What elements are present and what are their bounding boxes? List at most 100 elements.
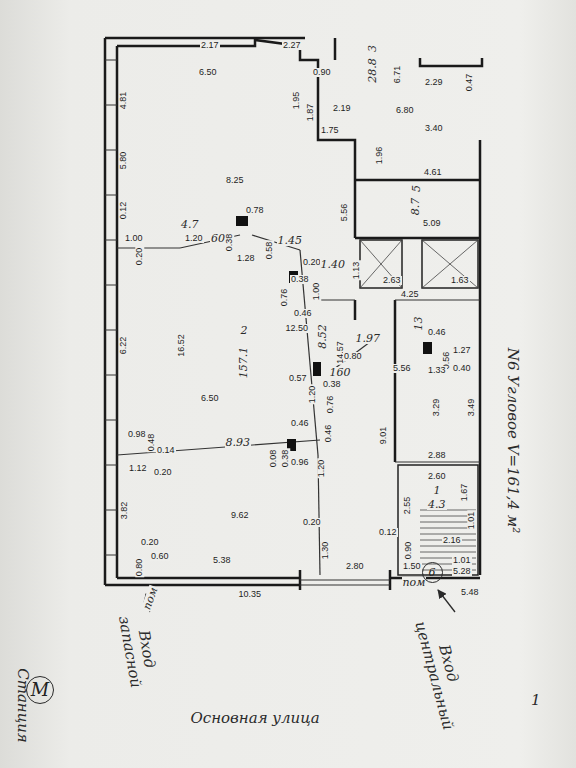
wall bbox=[355, 179, 480, 182]
handwritten-note: 3 bbox=[367, 44, 378, 53]
handwritten-note: 5 bbox=[411, 184, 422, 193]
dimension-label: 0.90 bbox=[404, 540, 413, 560]
circled-mark: 6 bbox=[422, 562, 443, 583]
handwritten-note: 157.1 bbox=[238, 345, 249, 379]
wall bbox=[354, 300, 357, 320]
elevator-cross bbox=[360, 240, 402, 288]
dimension-label: 0.20 bbox=[135, 246, 144, 266]
dimension-label: 0.76 bbox=[326, 394, 335, 414]
dimension-label: 4.81 bbox=[119, 90, 128, 110]
dimension-label: 0.08 bbox=[269, 448, 278, 468]
dimension-label: 2.29 bbox=[424, 78, 444, 87]
dimension-label: 0.80 bbox=[135, 557, 144, 577]
partition bbox=[395, 299, 480, 300]
entrance-arrow bbox=[438, 590, 455, 612]
dimension-label: 2.88 bbox=[427, 451, 447, 460]
handwritten-note: Станция bbox=[14, 667, 29, 744]
dimension-label: 1.13 bbox=[352, 260, 361, 280]
mark-text: 6 bbox=[429, 567, 436, 578]
wall bbox=[104, 38, 107, 585]
window-mark bbox=[105, 555, 117, 556]
dimension-label: 1.27 bbox=[452, 346, 472, 355]
dimension-label: 0.12 bbox=[378, 528, 398, 537]
dimension-label: 1.67 bbox=[460, 482, 469, 502]
partition bbox=[300, 579, 390, 580]
partition bbox=[395, 461, 480, 462]
handwritten-note: 1.97 bbox=[355, 333, 382, 344]
dimension-label: 1.12 bbox=[128, 464, 148, 473]
wall bbox=[355, 237, 480, 240]
dimension-label: 0.20 bbox=[302, 518, 322, 527]
dimension-label: 0.60 bbox=[150, 552, 170, 561]
handwritten-note: пом bbox=[140, 584, 159, 611]
stair-step bbox=[420, 534, 476, 535]
dimension-label: 2.60 bbox=[427, 472, 447, 481]
partition bbox=[318, 299, 355, 300]
dimension-label: 0.47 bbox=[465, 72, 474, 92]
dimension-label: 0.57 bbox=[288, 374, 308, 383]
handwritten-note: 1.45 bbox=[277, 235, 304, 246]
window-mark bbox=[105, 420, 117, 421]
dimension-label: 0.90 bbox=[312, 68, 332, 77]
dimension-label: 0.14 bbox=[156, 446, 176, 455]
dimension-label: 5.80 bbox=[119, 150, 128, 170]
stair-step bbox=[420, 546, 476, 547]
handwritten-note: 1.40 bbox=[320, 259, 347, 270]
dimension-label: 9.62 bbox=[230, 511, 250, 520]
dimension-label: 1.00 bbox=[312, 281, 321, 301]
wall bbox=[420, 58, 482, 66]
partition bbox=[300, 584, 390, 585]
window-mark bbox=[105, 375, 117, 376]
dimension-label: 0.96 bbox=[290, 458, 310, 467]
dimension-label: 0.40 bbox=[452, 364, 472, 373]
dimension-label: 0.58 bbox=[265, 240, 274, 260]
dimension-label: 0.80 bbox=[343, 352, 363, 361]
partition bbox=[117, 247, 180, 248]
wall bbox=[116, 46, 119, 578]
window-mark bbox=[105, 240, 117, 241]
wall bbox=[117, 577, 300, 580]
circled-mark: М bbox=[26, 676, 54, 704]
window-mark bbox=[105, 60, 117, 61]
elevator-shaft bbox=[360, 240, 402, 288]
handwritten-note: 8.52 bbox=[316, 323, 327, 350]
dimension-label: 1.63 bbox=[450, 276, 470, 285]
dimension-label: 1.96 bbox=[375, 145, 384, 165]
dimension-label: 1.01 bbox=[467, 510, 476, 530]
wall bbox=[479, 140, 482, 575]
dimension-label: 0.46 bbox=[427, 328, 447, 337]
window-mark bbox=[105, 150, 117, 151]
dimension-label: 6.50 bbox=[200, 394, 220, 403]
stair-step bbox=[420, 552, 476, 553]
wall bbox=[105, 584, 300, 587]
dimension-label: 8.25 bbox=[225, 176, 245, 185]
dimension-label: 5.56 bbox=[340, 202, 349, 222]
dimension-label: 0.38 bbox=[322, 380, 342, 389]
dimension-label: 3.49 bbox=[467, 397, 476, 417]
wall bbox=[334, 38, 337, 60]
dimension-label: 6.50 bbox=[198, 68, 218, 77]
handwritten-note: 1 bbox=[530, 693, 542, 708]
dimension-label: 5.38 bbox=[212, 556, 232, 565]
dimension-label: 3.40 bbox=[424, 124, 444, 133]
window-mark bbox=[105, 105, 117, 106]
mark-text: М bbox=[31, 681, 49, 699]
handwritten-note: 13 bbox=[413, 315, 424, 331]
wall bbox=[105, 37, 305, 40]
dimension-label: 1.01 bbox=[452, 556, 472, 565]
handwritten-note: 2 bbox=[240, 325, 249, 336]
dimension-label: 1.20 bbox=[184, 234, 204, 243]
wall bbox=[394, 300, 397, 462]
window-mark bbox=[105, 285, 117, 286]
dimension-label: 0.38 bbox=[225, 232, 234, 252]
dimension-label: 0.46 bbox=[324, 423, 333, 443]
dimension-label: 10.35 bbox=[238, 590, 263, 599]
dimension-label: 2.55 bbox=[403, 495, 412, 515]
dimension-label: 1.28 bbox=[236, 254, 256, 263]
window-mark bbox=[105, 510, 117, 511]
dimension-label: 1.00 bbox=[124, 234, 144, 243]
handwritten-note: 8.7 bbox=[410, 196, 421, 216]
dimension-label: 5.48 bbox=[460, 588, 480, 597]
